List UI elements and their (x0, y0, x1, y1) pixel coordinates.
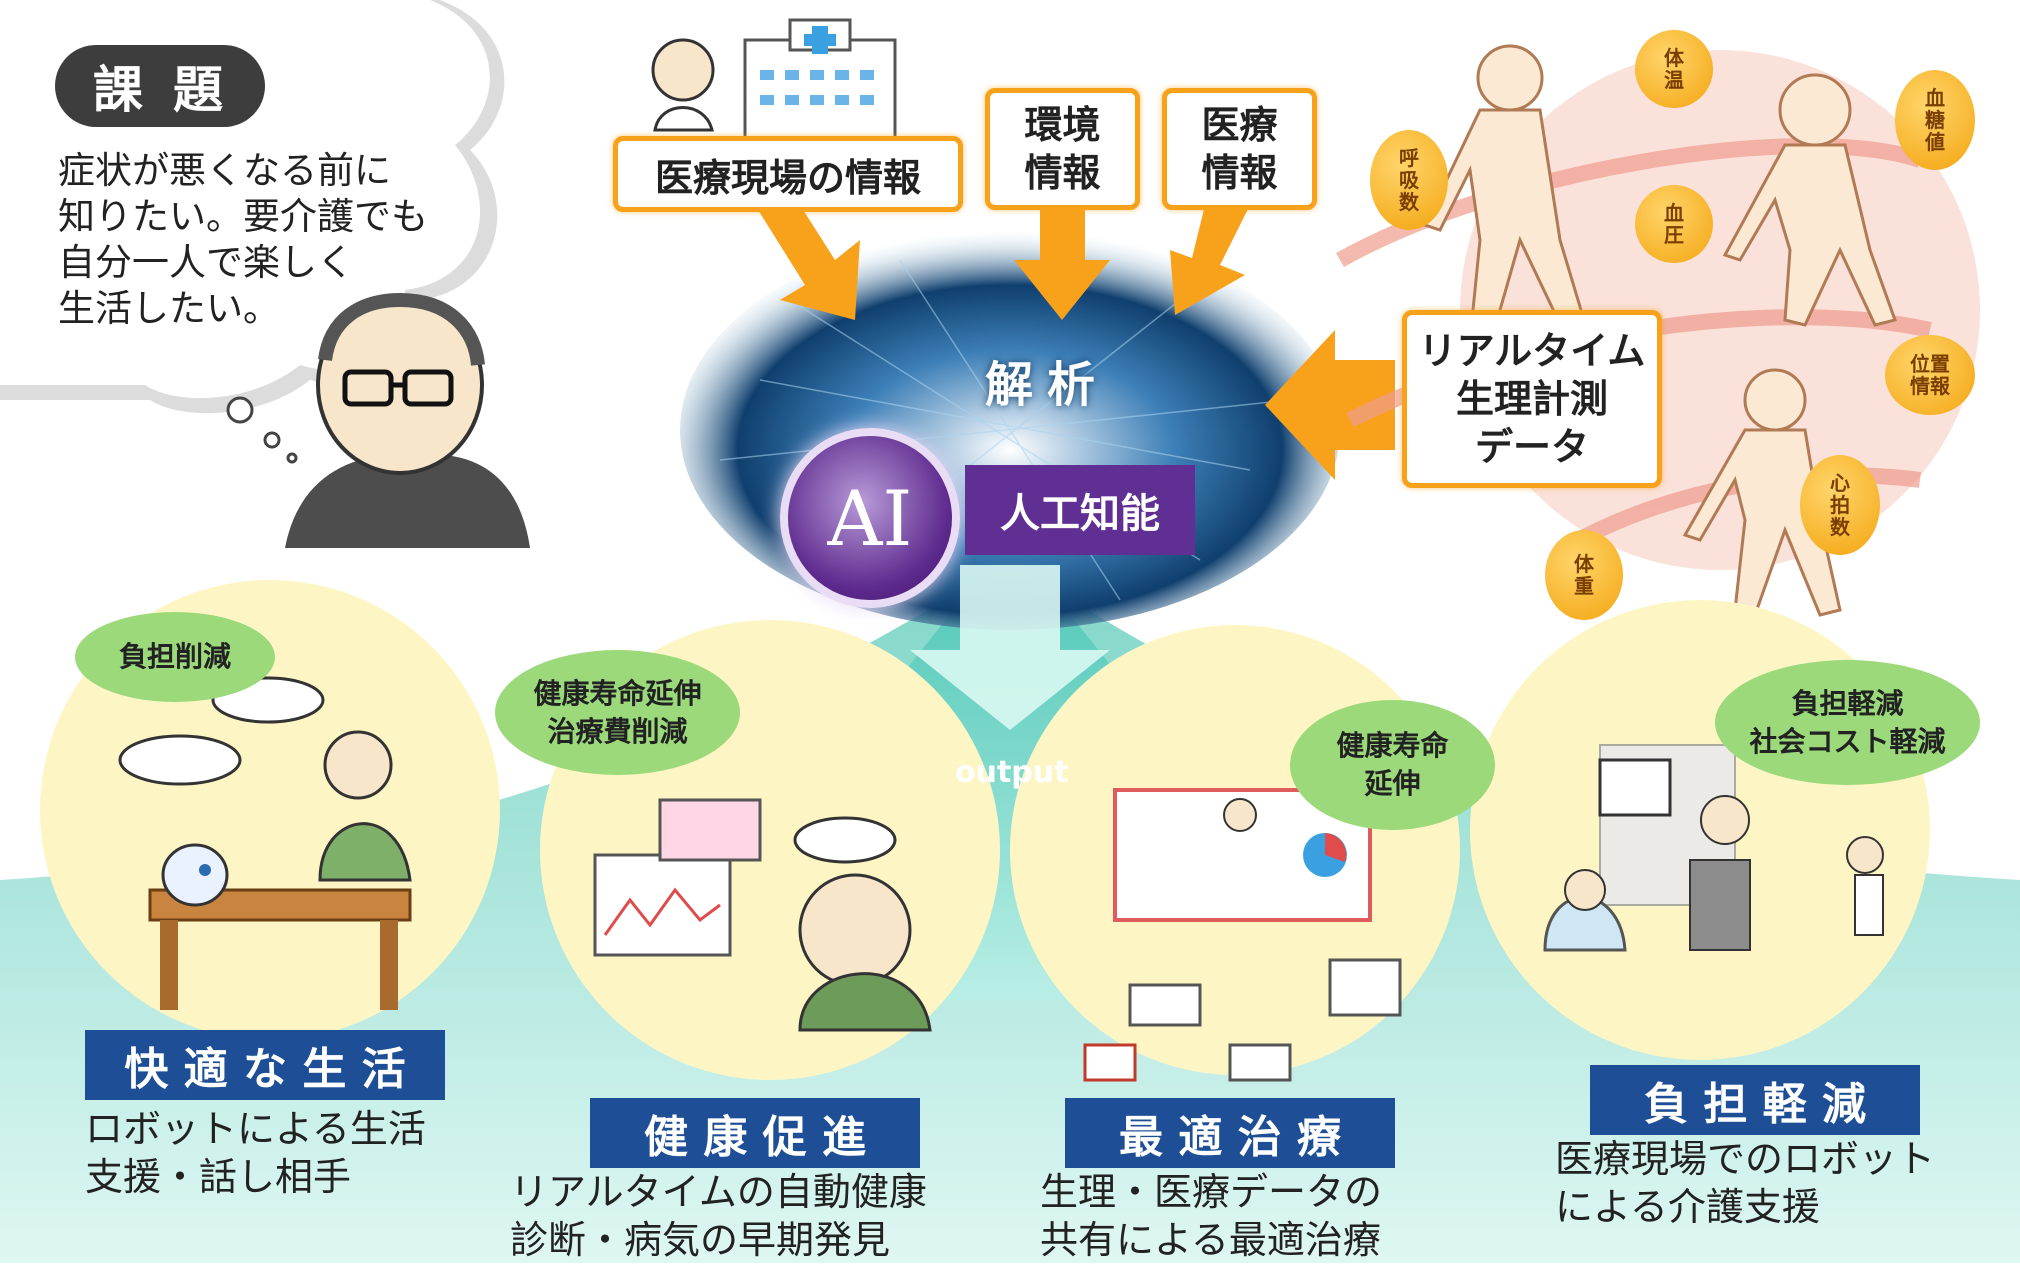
outcome-desc-comfortable-life: ロボットによる生活 支援・話し相手 (85, 1105, 426, 1201)
speech-bubble-3: 健康寿命 延伸 (1290, 700, 1495, 830)
problem-line: 自分一人で楽しく (58, 241, 354, 284)
vital-heart-rate: 心 拍 数 (1800, 455, 1880, 555)
desc-line: リアルタイムの自動健康 (510, 1170, 927, 1214)
desc-line: による介護支援 (1555, 1185, 1820, 1229)
environment-info-line: 環境 (1024, 103, 1101, 147)
desc-line: 支援・話し相手 (85, 1155, 352, 1199)
medical-info-box: 医療情報 (1162, 88, 1317, 210)
outcome-desc-health-promotion: リアルタイムの自動健康 診断・病気の早期発見 (510, 1168, 927, 1264)
outcome-tag-optimal-treatment: 最 適 治 療 (1065, 1098, 1395, 1168)
elderly-man-illustration (285, 292, 530, 548)
realtime-data-box: リアルタイム生理計測データ (1402, 310, 1662, 488)
realtime-line: リアルタイム (1418, 329, 1646, 373)
realtime-line: データ (1474, 425, 1589, 469)
problem-line: 症状が悪くなる前に (58, 149, 391, 192)
environment-info-line: 情報 (1024, 151, 1101, 195)
speech-text: 健康寿命 (1336, 729, 1449, 762)
vital-temperature: 体 温 (1635, 30, 1713, 108)
scene-burden-reduction (1543, 744, 1884, 952)
desc-line: 診断・病気の早期発見 (510, 1218, 891, 1262)
outcome-desc-optimal-treatment: 生理・医療データの 共有による最適治療 (1040, 1168, 1382, 1264)
medical-info-line: 医療 (1201, 103, 1278, 147)
scene-optimal-treatment (1083, 788, 1402, 1082)
ai-circle: AI (780, 428, 960, 608)
outcome-tag-health-promotion: 健 康 促 進 (590, 1098, 920, 1168)
scene-health-promotion (593, 798, 932, 1032)
speech-text: 負担軽減 (1791, 686, 1904, 720)
desc-line: 共有による最適治療 (1040, 1218, 1381, 1262)
speech-bubble-2: 健康寿命延伸 治療費削減 (495, 650, 740, 775)
scene-comfortable-life (118, 676, 412, 1010)
outcome-tag-burden-reduction: 負 担 軽 減 (1590, 1065, 1920, 1135)
doctor-hospital-illustration (651, 18, 897, 142)
speech-bubble-1: 負担削減 (75, 612, 275, 702)
medical-info-line: 情報 (1201, 151, 1278, 195)
desc-line: ロボットによる生活 (85, 1107, 426, 1151)
speech-text: 負担削減 (118, 640, 231, 673)
problem-line: 知りたい。要介護でも (58, 195, 428, 238)
speech-text: 延伸 (1364, 767, 1421, 800)
desc-line: 医療現場でのロボット (1555, 1137, 1936, 1181)
vital-position: 位置 情報 (1885, 335, 1975, 415)
outcome-desc-burden-reduction: 医療現場でのロボット による介護支援 (1555, 1135, 1935, 1231)
realtime-line: 生理計測 (1455, 377, 1608, 421)
problem-tag: 課題 (55, 45, 265, 127)
vital-weight: 体 重 (1545, 530, 1623, 620)
ai-label: 人工知能 (965, 465, 1195, 555)
speech-text: 治療費削減 (547, 714, 688, 748)
speech-bubble-4: 負担軽減 社会コスト軽減 (1715, 660, 1980, 785)
problem-line: 生活したい。 (58, 287, 280, 330)
vital-blood-pressure: 血 圧 (1635, 185, 1713, 263)
desc-line: 生理・医療データの (1040, 1170, 1383, 1214)
speech-text: 健康寿命延伸 (533, 676, 702, 710)
problem-statement: 症状が悪くなる前に 知りたい。要介護でも 自分一人で楽しく 生活したい。 (58, 148, 438, 332)
analysis-label: 解析 (985, 357, 1110, 413)
vital-blood-sugar: 血 糖 値 (1895, 70, 1975, 170)
medical-site-info-box: 医療現場の情報 (613, 136, 963, 212)
output-label: output (955, 755, 1069, 790)
environment-info-box: 環境情報 (985, 88, 1140, 210)
vital-respiration: 呼 吸 数 (1370, 130, 1448, 230)
outcome-tag-comfortable-life: 快 適 な 生 活 (85, 1030, 445, 1100)
speech-text: 社会コスト軽減 (1749, 724, 1946, 758)
